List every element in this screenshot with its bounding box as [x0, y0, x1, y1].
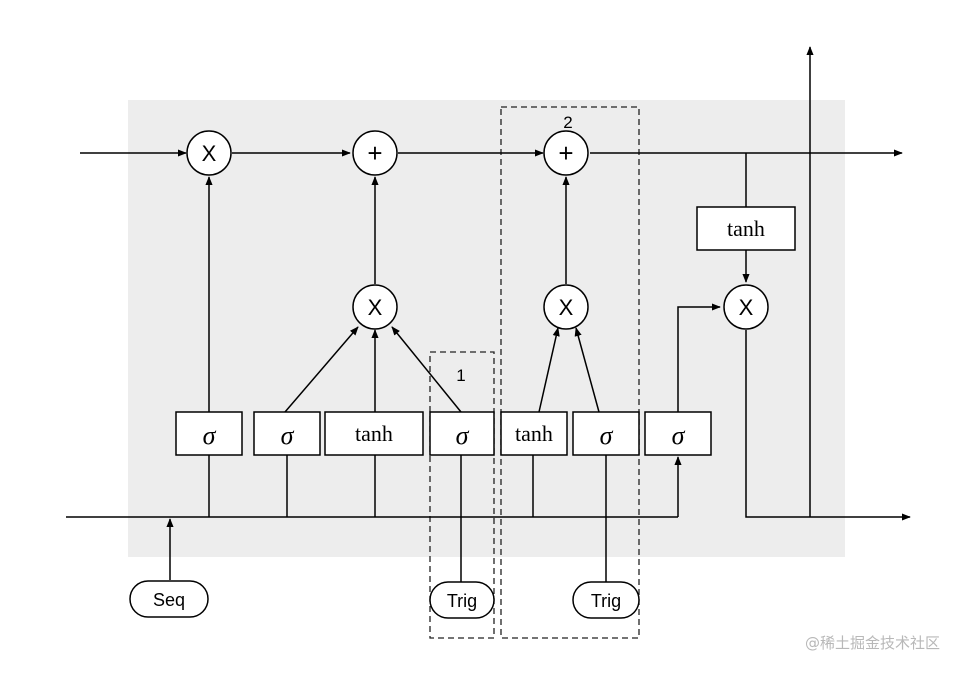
forget-gate-box [175, 411, 243, 456]
forget-mult-circle [186, 130, 232, 176]
trig-sigma-label: σ [600, 421, 614, 450]
input-mult-circle [352, 284, 398, 330]
output-mult-label: X [739, 295, 754, 320]
trig-mult-label: X [559, 295, 574, 320]
time-sigma-arrow [391, 326, 462, 413]
input-tanh-box [324, 411, 424, 456]
time-sigma-box [429, 411, 495, 456]
output-gate-arrow [677, 303, 721, 412]
trig-sigma-arrow [574, 327, 600, 413]
input-sigma-arrow [284, 326, 359, 413]
input-mult-label: X [368, 295, 383, 320]
trig-add-label: + [558, 138, 573, 168]
watermark: @稀土掘金技术社区 [804, 634, 940, 652]
output-mult-circle [723, 284, 769, 330]
input-add-circle [352, 130, 398, 176]
trig-2-input-pill [572, 581, 640, 619]
trig-1-input-label: Trig [447, 591, 477, 611]
trig-add-circle [543, 130, 589, 176]
input-sigma-label: σ [281, 421, 295, 450]
output-gate-label: σ [672, 421, 686, 450]
trig-tanh-label: tanh [515, 421, 553, 446]
trig-mult-circle [543, 284, 589, 330]
region-1-box [429, 351, 495, 639]
hidden-out-arrow [745, 330, 911, 521]
seq-input-pill [129, 580, 209, 618]
time-sigma-label: σ [456, 421, 470, 450]
input-tanh-label: tanh [355, 421, 393, 446]
input-add-label: + [367, 138, 382, 168]
trig-1-input-pill [429, 581, 495, 619]
trig-tanh-box [500, 411, 568, 456]
region-1-label: 1 [456, 366, 465, 385]
cell-tanh-label: tanh [727, 216, 765, 241]
trig-2-input-label: Trig [591, 591, 621, 611]
cell-tanh-box [696, 206, 796, 251]
output-gate-box [644, 411, 712, 456]
seq-input-label: Seq [153, 590, 185, 610]
region-2-box [500, 106, 640, 639]
trig-tanh-arrow [538, 327, 560, 413]
forget-gate-label: σ [203, 421, 217, 450]
cell-background [128, 100, 845, 557]
region-2-label: 2 [563, 113, 572, 132]
forget-mult-label: X [202, 141, 217, 166]
trig-sigma-box [572, 411, 640, 456]
input-sigma-box [253, 411, 321, 456]
